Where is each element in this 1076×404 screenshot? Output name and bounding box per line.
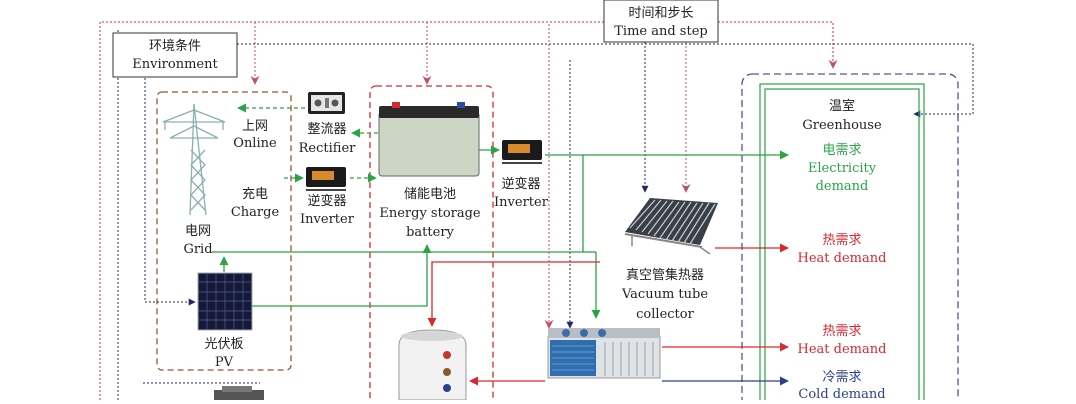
cold-demand-en: Cold demand <box>798 387 885 400</box>
generator-icon <box>214 386 264 400</box>
inverter-2-label-en: Inverter <box>494 195 549 210</box>
environment-en: Environment <box>132 57 218 72</box>
heat-demand-1-en: Heat demand <box>798 251 887 266</box>
online-label-cn: 上网 <box>242 119 268 134</box>
electricity-demand-en-2: demand <box>816 179 869 194</box>
environment-cn: 环境条件 <box>149 38 201 54</box>
time-step-en: Time and step <box>614 24 707 39</box>
water-tank-icon <box>398 329 467 401</box>
environment-box: 环境条件 Environment <box>112 32 238 78</box>
vacuum-label-en-2: collector <box>636 307 694 322</box>
heat-flow-lines <box>427 243 789 386</box>
online-label-en: Online <box>233 136 277 151</box>
inverter-2-label-cn: 逆变器 <box>501 176 540 192</box>
battery-label-en-1: Energy storage <box>379 206 481 221</box>
inverter-2-icon <box>502 140 542 164</box>
battery-icon <box>378 102 480 177</box>
greenhouse-inner-box <box>759 83 925 404</box>
grid-group-box <box>156 91 292 371</box>
battery-group-box <box>369 85 494 404</box>
charge-label-en: Charge <box>231 205 280 220</box>
cold-demand-cn: 冷需求 <box>822 370 861 385</box>
pv-panel-icon <box>197 272 253 331</box>
electricity-demand-cn: 电需求 <box>822 143 861 158</box>
time-step-cn: 时间和步长 <box>628 6 693 21</box>
charge-label-cn: 充电 <box>242 186 268 202</box>
greenhouse-label-cn: 温室 <box>829 98 855 114</box>
rectifier-label-cn: 整流器 <box>307 122 346 137</box>
heat-demand-1-cn: 热需求 <box>822 233 861 248</box>
pv-label-cn: 光伏板 <box>204 337 243 352</box>
inverter-1-label-en: Inverter <box>300 212 355 227</box>
grid-label-cn: 电网 <box>185 224 211 239</box>
battery-label-cn: 储能电池 <box>404 187 456 202</box>
electricity-demand-en-1: Electricity <box>808 161 877 176</box>
vacuum-tube-collector-icon <box>624 198 718 255</box>
grid-label-en: Grid <box>183 242 212 257</box>
vacuum-label-en-1: Vacuum tube <box>621 287 708 302</box>
heat-demand-2-cn: 热需求 <box>822 324 861 339</box>
heat-demand-2-en: Heat demand <box>798 342 887 357</box>
electric-flow-lines <box>212 103 789 319</box>
greenhouse-outer-box <box>741 73 959 404</box>
inverter-1-label-cn: 逆变器 <box>307 193 346 209</box>
vacuum-label-cn: 真空管集热器 <box>626 267 704 283</box>
power-tower-icon <box>162 103 226 216</box>
greenhouse-label-en: Greenhouse <box>802 118 882 133</box>
rectifier-label-en: Rectifier <box>299 141 357 156</box>
time-step-box: 时间和步长 Time and step <box>603 0 719 43</box>
pv-label-en: PV <box>215 355 234 370</box>
control-lines-top <box>99 21 974 400</box>
battery-label-en-2: battery <box>406 225 454 240</box>
inverter-1-icon <box>306 167 346 191</box>
heat-pump-icon <box>547 328 661 379</box>
rectifier-icon <box>308 92 345 114</box>
